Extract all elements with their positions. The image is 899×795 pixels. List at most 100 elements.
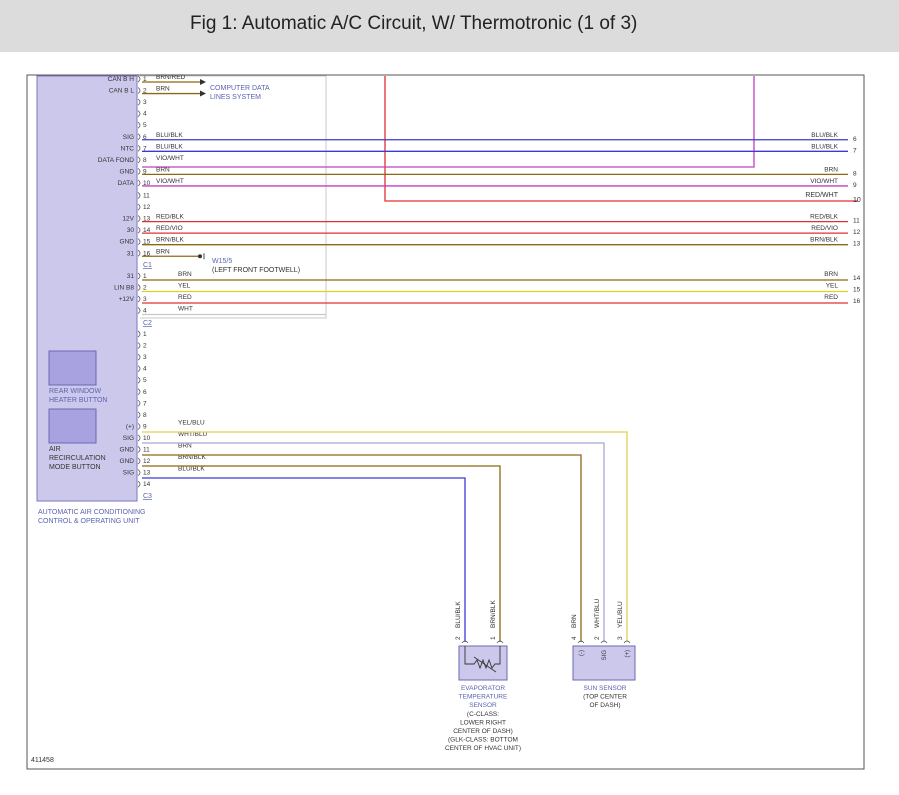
- pin-number: 3: [143, 296, 147, 303]
- red-wht-label: RED/WHT: [805, 192, 838, 199]
- sensor-label-line: OF DASH): [589, 702, 620, 709]
- signal-label: GND: [120, 458, 135, 465]
- module-label-2: CONTROL & OPERATING UNIT: [38, 518, 140, 525]
- module-label-1: AUTOMATIC AIR CONDITIONING: [38, 509, 145, 516]
- wire-right-label: BRN: [824, 271, 838, 278]
- pin-number: 1: [143, 76, 147, 83]
- pin-mark: [461, 640, 469, 644]
- arrow-icon: [200, 79, 206, 85]
- pin-number: 3: [617, 636, 624, 640]
- pin-number: 8: [143, 157, 147, 164]
- wire-color-label: RED: [178, 294, 192, 301]
- pin-number: 13: [143, 470, 151, 477]
- wire-color-label: BRN: [571, 614, 578, 628]
- signal-label: 31: [127, 250, 135, 257]
- signal-label: GND: [120, 447, 135, 454]
- pin-mark: [137, 98, 141, 106]
- pin-number: 6: [143, 389, 147, 396]
- wire-right-label: RED/BLK: [810, 214, 838, 221]
- wire-color-label: RED/BLK: [156, 214, 184, 221]
- sensor-label-line: CENTER OF HVAC UNIT): [445, 745, 521, 752]
- pin-number: 10: [143, 180, 151, 187]
- pin-mark: [137, 330, 141, 338]
- wire-color-label: BRN/BLK: [490, 600, 497, 628]
- signal-label: GND: [120, 239, 135, 246]
- pin-mark: [137, 121, 141, 129]
- wire-color-label: RED/VIO: [156, 225, 183, 232]
- wire-red-wht: [384, 76, 858, 202]
- pin-number: 13: [143, 216, 151, 223]
- pin-mark: [137, 353, 141, 361]
- signal-label: SIG: [123, 134, 134, 141]
- air-recirc-label-2: RECIRCULATION: [49, 455, 106, 462]
- pin-mark: [623, 640, 631, 644]
- connector-shield: [140, 75, 327, 319]
- pin-mark: [137, 203, 141, 211]
- pin-number: 1: [143, 273, 147, 280]
- pin-number: 5: [143, 377, 147, 384]
- pin-mark: [137, 272, 141, 280]
- wire-color-label: BRN: [156, 166, 170, 173]
- pin-mark: [137, 446, 141, 453]
- pin-number: 4: [143, 366, 147, 373]
- wire-color-label: BLU/BLK: [455, 601, 462, 628]
- pin-mark: [137, 144, 141, 152]
- pin-number: 15: [143, 239, 151, 246]
- wire-color-label: BRN: [156, 86, 170, 93]
- pin-mark: [137, 434, 141, 442]
- wire-right-num: 7: [853, 147, 857, 154]
- wire-right-label: BLU/BLK: [811, 132, 838, 139]
- pin-mark: [137, 307, 141, 314]
- evaporator-pins: 2 BLU/BLK 1 BRN/BLK: [455, 600, 504, 644]
- wire-right-label: RED/VIO: [811, 225, 838, 232]
- pin-signal-label: SIG: [602, 650, 608, 661]
- pin-mark: [137, 423, 141, 430]
- red-wht-num: 10: [853, 197, 861, 204]
- signal-label: LIN B8: [114, 285, 134, 292]
- wire-color-label: BLU/BLK: [156, 143, 183, 150]
- wire-color-label: WHT/BLU: [178, 431, 208, 438]
- pin-mark: [137, 226, 141, 234]
- pin-mark: [137, 295, 141, 303]
- signal-label: SIG: [123, 435, 134, 442]
- wire-color-label: BLU/BLK: [178, 466, 205, 473]
- pin-number: 1: [490, 636, 497, 640]
- pin-signal-label: (-): [579, 650, 585, 656]
- signal-label: DATA: [118, 180, 135, 187]
- sensor-label-line: SUN SENSOR: [584, 685, 627, 692]
- wire-color-label: BRN: [178, 271, 192, 278]
- wire-right-num: 9: [853, 182, 857, 189]
- pin-mark: [137, 156, 141, 164]
- pin-number: 12: [143, 204, 151, 211]
- pin-mark: [137, 168, 141, 175]
- signal-label: NTC: [121, 145, 135, 152]
- wire-color-label: BRN/BLK: [178, 454, 206, 461]
- pin-number: 8: [143, 412, 147, 419]
- computer-data-label-2: LINES SYSTEM: [210, 94, 261, 101]
- connector-c3-label: C3: [143, 493, 152, 500]
- ground-dot-icon: [198, 254, 202, 259]
- pin-number: 2: [455, 636, 462, 640]
- signal-label: 30: [127, 227, 135, 234]
- signal-label: CAN B H: [108, 76, 135, 83]
- pin-mark: [137, 179, 141, 187]
- wire-color-label: BRN: [156, 248, 170, 255]
- pin-signal-label: (+): [625, 650, 631, 658]
- pin-number: 6: [143, 134, 147, 141]
- pin-number: 9: [143, 168, 147, 175]
- wire-right-label: RED: [824, 294, 838, 301]
- pin-number: 2: [143, 343, 147, 350]
- air-recirculation-button: [48, 408, 97, 444]
- sensor-label-line: (C-CLASS:: [467, 711, 499, 718]
- air-recirc-label-3: MODE BUTTON: [49, 464, 101, 471]
- air-recirc-label-1: AIR: [49, 446, 61, 453]
- pin-number: 2: [143, 285, 147, 292]
- pin-number: 14: [143, 481, 151, 488]
- wire-color-label: YEL: [178, 283, 191, 290]
- wire-brn-blk: [142, 465, 501, 642]
- pin-mark: [137, 376, 141, 384]
- wire-right-label: BRN/BLK: [810, 237, 838, 244]
